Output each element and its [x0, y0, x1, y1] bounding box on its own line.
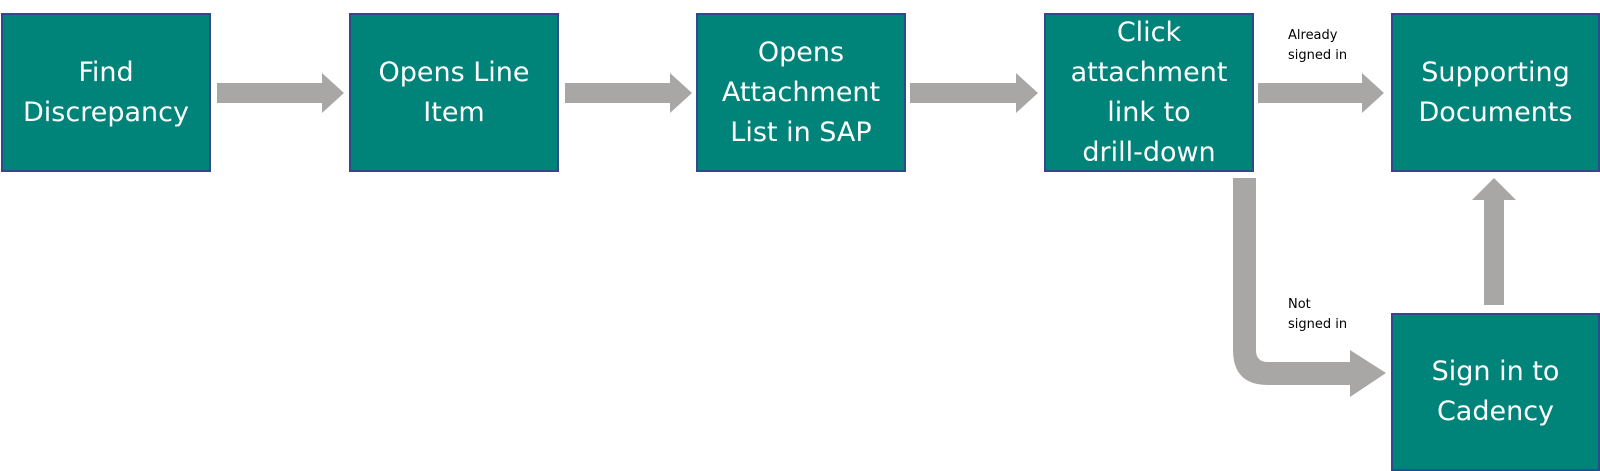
step-opens-attachment-list: Opens Attachment List in SAP	[696, 13, 906, 172]
edge-label-not-signed-in: Not signed in	[1288, 297, 1348, 332]
edge-label-already-signed-in: Already signed in	[1288, 28, 1348, 63]
arrow-find-to-line-item	[217, 73, 344, 113]
arrow-attachment-list-to-click-link	[910, 73, 1038, 113]
arrow-line-item-to-attachment-list	[565, 73, 692, 113]
arrow-sign-in-to-supporting-docs	[1472, 178, 1516, 305]
arrow-click-link-to-sign-in	[1233, 178, 1386, 397]
step-sign-in-cadency: Sign in to Cadency	[1391, 313, 1600, 471]
arrow-click-link-to-supporting-docs	[1258, 73, 1384, 113]
step-find-discrepancy: Find Discrepancy	[1, 13, 211, 172]
step-click-attachment-link: Click attachment link to drill-down	[1044, 13, 1254, 172]
step-opens-line-item: Opens Line Item	[349, 13, 559, 172]
step-supporting-documents: Supporting Documents	[1391, 13, 1600, 172]
